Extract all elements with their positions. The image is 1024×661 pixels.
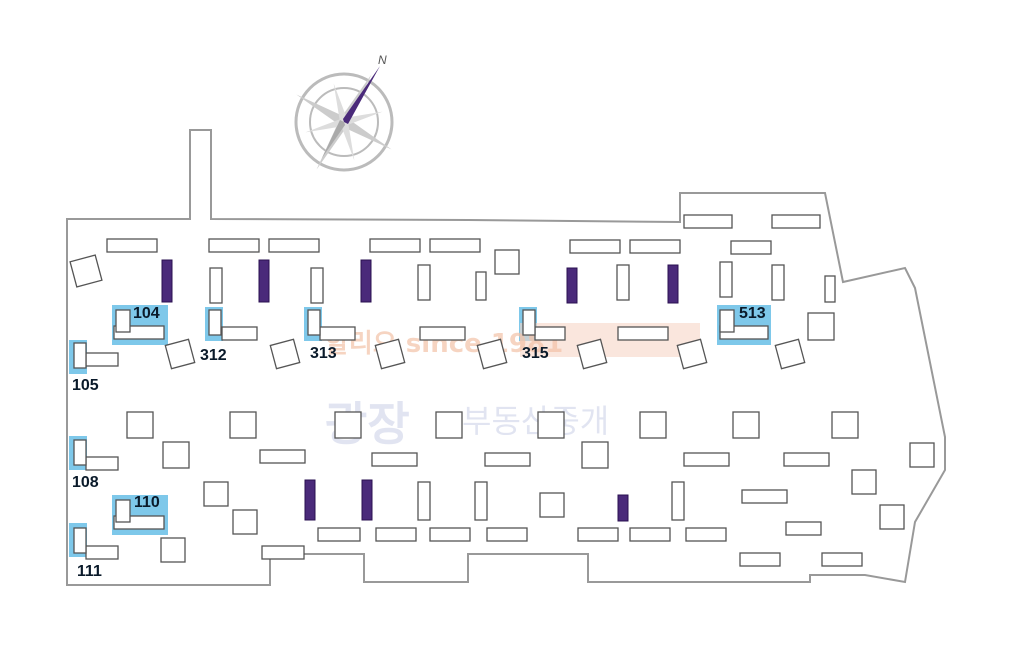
building-label-315[interactable]: 315	[522, 345, 549, 362]
building-label-111[interactable]: 111	[77, 563, 102, 580]
watermark-line3: 부동산중개	[462, 402, 609, 440]
building-label-513[interactable]: 513	[739, 305, 766, 322]
building-label-312[interactable]: 312	[200, 347, 227, 364]
buildings-vertical	[73, 249, 836, 554]
building-label-313[interactable]: 313	[310, 345, 337, 362]
building-labels: 104 105 108 110 111 312 313 315 513	[72, 305, 766, 580]
buildings-towers	[69, 254, 935, 563]
site-boundary	[66, 129, 946, 586]
compass-icon: N	[294, 53, 394, 172]
building-label-104[interactable]: 104	[133, 305, 160, 322]
compass-north-label: N	[378, 53, 387, 67]
building-label-108[interactable]: 108	[72, 474, 99, 491]
building-label-105[interactable]: 105	[72, 377, 99, 394]
buildings-horizontal	[85, 214, 863, 567]
building-label-110[interactable]: 110	[134, 494, 160, 511]
